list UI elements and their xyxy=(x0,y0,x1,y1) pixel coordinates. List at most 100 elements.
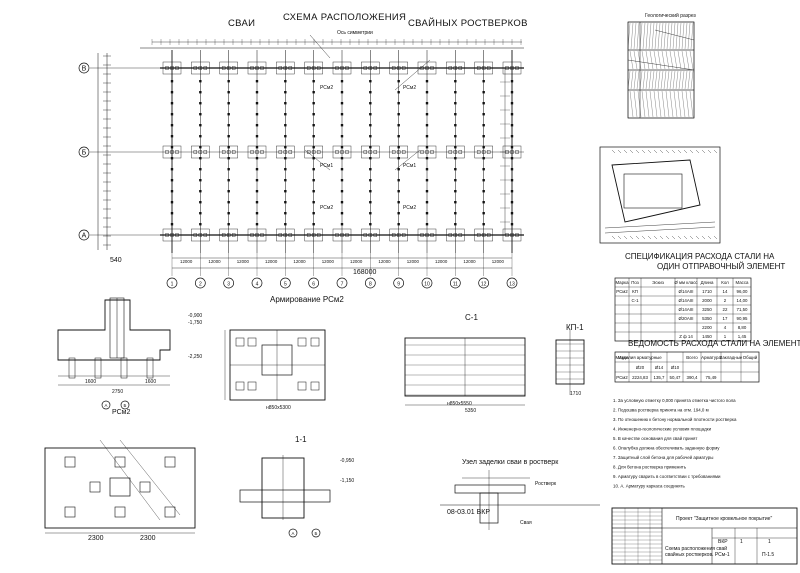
site-hatch xyxy=(659,149,664,154)
pile-dot xyxy=(170,179,174,182)
site-hatch xyxy=(671,235,676,240)
pile-cap-outline xyxy=(191,61,210,75)
pile-dot xyxy=(369,201,372,204)
pile-dot xyxy=(397,146,400,149)
pile-dot xyxy=(312,223,315,226)
col-axis-number: 13 xyxy=(509,282,515,288)
pile-dot xyxy=(284,80,287,83)
geo-hatch xyxy=(651,22,655,50)
plan-title-left: СВАИ xyxy=(228,18,255,29)
geo-hatch xyxy=(684,70,688,90)
geo-hatch xyxy=(649,50,654,70)
geo-hatch xyxy=(645,70,649,90)
pile-marker xyxy=(278,66,283,70)
geo-hatch xyxy=(666,22,670,50)
pile-marker xyxy=(458,150,463,154)
geo-hatch xyxy=(633,90,638,118)
pile-stub xyxy=(120,357,128,379)
pile-marker xyxy=(306,150,311,154)
pile-dot xyxy=(454,201,457,204)
pile-cap-label-mid: РСм1 xyxy=(320,163,333,169)
leader xyxy=(309,34,331,59)
pile-marker xyxy=(255,66,259,70)
pile-stub xyxy=(94,357,102,379)
pile-dot xyxy=(482,124,485,127)
geo-hatch xyxy=(660,70,664,90)
pile-cap-outline xyxy=(474,228,493,242)
pile-marker xyxy=(481,66,486,70)
geo-hatch xyxy=(641,90,646,118)
col-axis-bubble xyxy=(506,277,518,289)
col-axis-number: 9 xyxy=(397,282,400,288)
note-line: 2. Подошва ростверка принята на отм. 194… xyxy=(613,408,709,413)
note-line: 1. За условную отметку 0,000 принята отм… xyxy=(613,398,736,403)
col-axis-bubble xyxy=(279,277,291,289)
pile-cap-outline xyxy=(361,228,380,242)
level-low: -2,250 xyxy=(188,354,202,360)
spec1-frame xyxy=(614,277,752,342)
geo-hatch xyxy=(681,50,686,70)
pile-marker xyxy=(311,150,316,154)
pile-cap-section-label: РСм2 xyxy=(112,409,130,416)
col-axis-bubble xyxy=(421,277,433,289)
spec1-header: Масса xyxy=(736,280,750,285)
pile-dot xyxy=(454,157,457,160)
pile-marker xyxy=(453,66,458,70)
pile-dot xyxy=(284,223,287,226)
c1-title: С-1 xyxy=(465,313,478,322)
pile-marker xyxy=(505,233,509,237)
pile-marker xyxy=(306,66,311,70)
pile-dot xyxy=(454,91,457,94)
pile-marker xyxy=(396,66,401,70)
pile-marker xyxy=(260,150,264,154)
site-hatch xyxy=(653,235,658,240)
pile-layout-plan: ВБА1120002120003120004120005120006120007… xyxy=(78,34,524,289)
pile-marker xyxy=(363,233,368,237)
geo-hatch xyxy=(665,90,670,118)
geo-hatch xyxy=(689,90,694,118)
column-plan-marker xyxy=(109,477,131,497)
site-hatch xyxy=(683,149,688,154)
spec1-header: Марка xyxy=(615,280,629,285)
geo-hatch xyxy=(681,70,685,90)
mesh-pile xyxy=(297,381,307,391)
pile-cap-outline xyxy=(361,61,380,75)
pile-dot xyxy=(284,135,287,138)
spec1-cell: 1450 xyxy=(702,334,712,339)
dim-1600-b: 1600 xyxy=(145,379,156,385)
dim-2300-b: 2300 xyxy=(140,535,156,542)
pile-dot xyxy=(425,124,429,127)
pile-dot xyxy=(255,113,259,116)
pile-marker xyxy=(198,233,203,237)
pile-dot xyxy=(454,190,457,193)
pile-cap-outline xyxy=(219,228,238,242)
geo-hatch xyxy=(687,22,691,50)
pile-marker xyxy=(278,150,283,154)
geo-hatch xyxy=(669,22,673,50)
col-axis-bubble xyxy=(251,277,263,289)
site-hatch xyxy=(695,149,700,154)
pile-marker xyxy=(198,150,203,154)
pile-dot xyxy=(340,179,344,182)
spec1-cell: С-1 xyxy=(631,298,639,303)
pile-dot xyxy=(227,190,230,193)
geo-hatch xyxy=(673,50,678,70)
pile-dot xyxy=(312,179,315,182)
pile-dot xyxy=(227,113,230,116)
pile-marker xyxy=(260,233,264,237)
section-1-1-title: 1-1 xyxy=(295,435,307,444)
pile-dot xyxy=(199,168,202,171)
span-dimension: 12000 xyxy=(180,259,193,264)
pile-cap-label-top: РСм2 xyxy=(320,85,333,91)
site-hatch xyxy=(653,149,658,154)
pile-marker xyxy=(430,150,434,154)
col-axis-bubble xyxy=(393,277,405,289)
s11-letter-a: А xyxy=(292,531,295,536)
pile-dot xyxy=(227,124,230,127)
geo-hatch xyxy=(648,70,652,90)
pile-dot xyxy=(312,135,315,138)
pile-marker xyxy=(425,66,429,70)
pile-marker xyxy=(425,233,429,237)
